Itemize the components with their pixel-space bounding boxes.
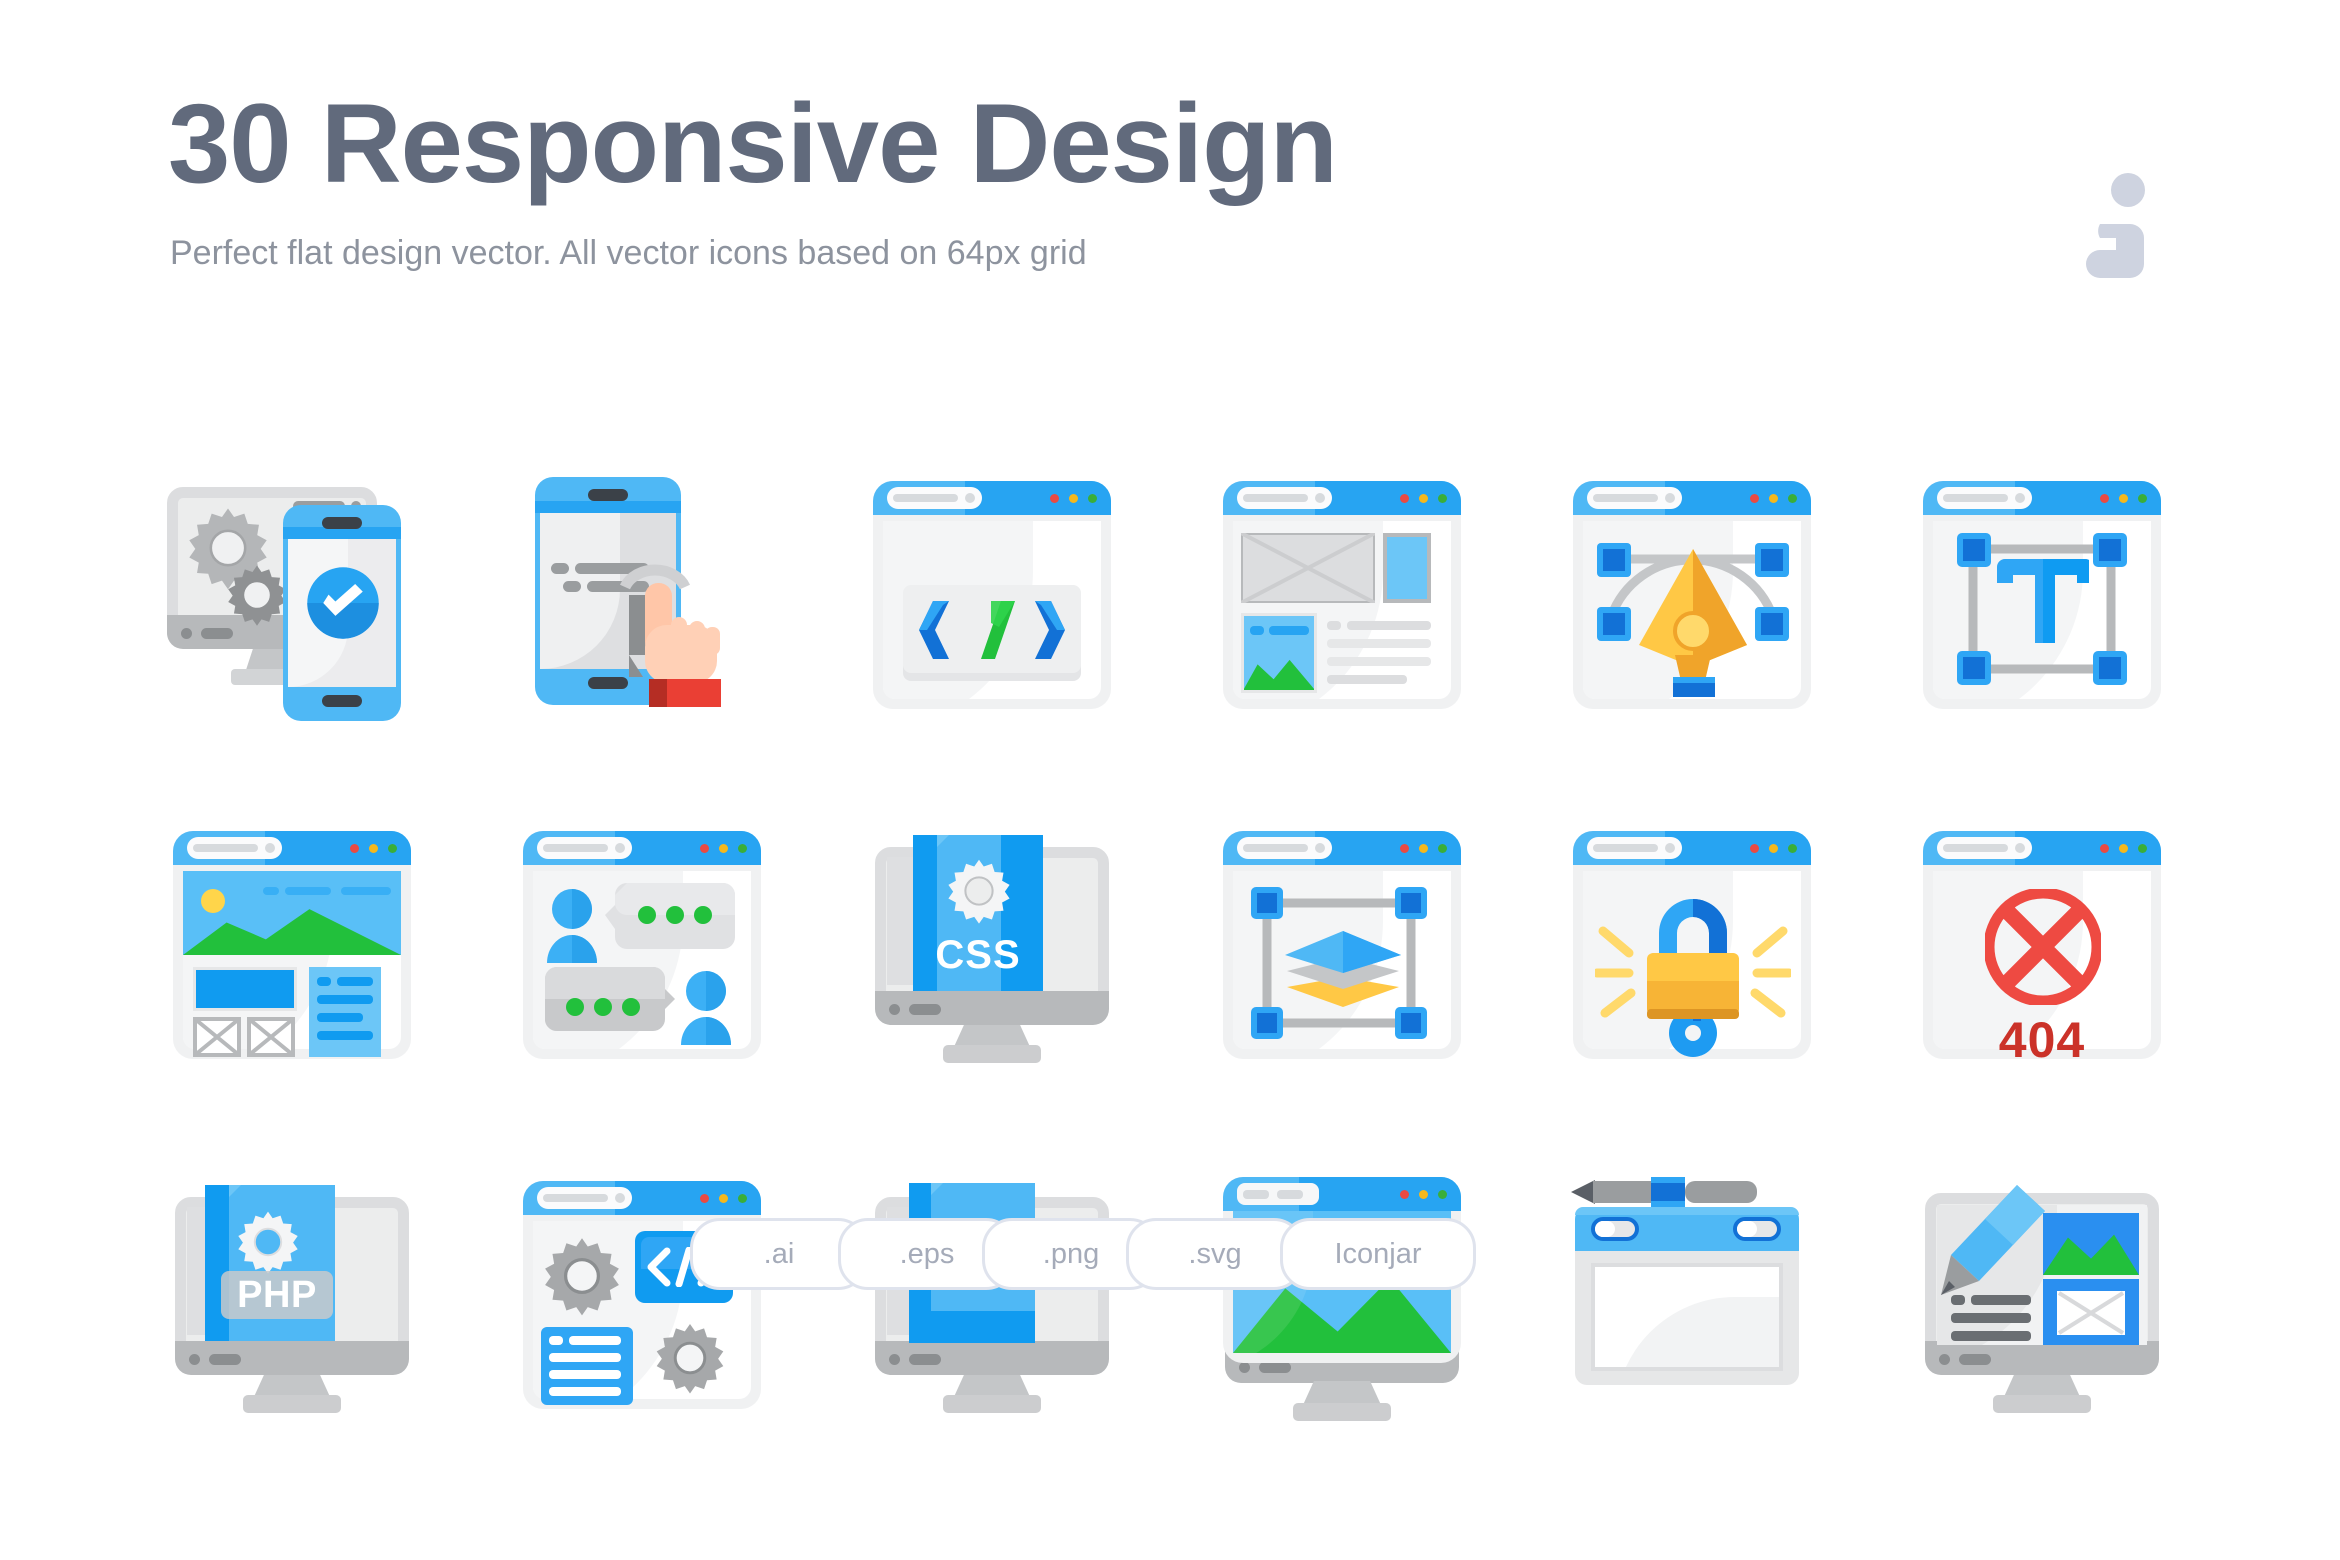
check-circle-icon [307, 567, 379, 639]
icon-cell-error-404-page[interactable]: 404 [1870, 768, 2220, 1118]
icon-cell-web-layout-wireframe[interactable] [1170, 418, 1520, 768]
icon-cell-browser-code[interactable] [820, 418, 1170, 768]
css-file-monitor-icon: CSS [865, 813, 1125, 1073]
pencil-icon [1941, 1185, 2045, 1295]
image-gallery-browser-icon [1215, 1163, 1475, 1423]
icon-cell-touch-gesture-mobile[interactable] [470, 418, 820, 768]
pen-tool-bezier-icon [1565, 463, 1825, 723]
drawing-tablet-stylus-icon [1565, 1163, 1825, 1423]
image-placeholder-icon [193, 1017, 241, 1057]
web-security-lock-icon [1565, 813, 1825, 1073]
error-cross-icon [1985, 889, 2101, 1005]
icon-cell-text-tool[interactable] [1870, 418, 2220, 768]
icon-cell-landing-page-hero[interactable] [120, 768, 470, 1118]
layers-stack-icon [1215, 813, 1475, 1073]
icon-cell-web-security-lock[interactable] [1520, 768, 1870, 1118]
image-placeholder-icon [2057, 1291, 2125, 1335]
chat-bubble-icon [545, 967, 675, 1032]
selection-box-icon [1251, 887, 1427, 1039]
page-subtitle: Perfect flat design vector. All vector i… [170, 234, 1087, 272]
icon-cell-pen-tool-bezier[interactable] [1520, 418, 1870, 768]
responsive-devices-approved-icon [165, 463, 425, 723]
code-brackets-icon [919, 601, 1065, 659]
chat-conversation-icon [515, 813, 775, 1073]
padlock-key-icon [1595, 899, 1791, 1057]
css-file-label: CSS [935, 932, 1021, 977]
error-code-label: 404 [1998, 1012, 2086, 1068]
icon-cell-content-editing-monitor[interactable] [1870, 1118, 2220, 1468]
layers-icon [1285, 931, 1401, 1007]
web-development-settings-icon [515, 1163, 775, 1423]
letter-t-icon [1997, 559, 2089, 643]
html-file-monitor-icon: HTML [865, 1163, 1125, 1423]
icon-cell-php-file-monitor[interactable]: PHP [120, 1118, 470, 1468]
page-title: 30 Responsive Design [168, 81, 1338, 206]
icon-cell-css-file-monitor[interactable]: CSS [820, 768, 1170, 1118]
icon-cell-responsive-devices-approved[interactable] [120, 418, 470, 768]
landing-page-hero-icon [165, 813, 425, 1073]
error-404-page-icon: 404 [1915, 813, 2175, 1073]
iconjar-logo-icon [2060, 168, 2170, 288]
chat-bubble-icon [605, 883, 735, 949]
icon-cell-layers-stack[interactable] [1170, 768, 1520, 1118]
php-file-monitor-icon: PHP [165, 1163, 425, 1423]
stylus-pen-icon [1571, 1177, 1757, 1207]
pen-tool-icon [1639, 549, 1747, 697]
icon-cell-web-development-settings[interactable] [470, 1118, 820, 1468]
gear-icon [189, 508, 267, 590]
icon-grid: CSS [120, 418, 2220, 1468]
browser-code-icon [865, 463, 1125, 723]
gear-icon [228, 565, 286, 626]
web-layout-wireframe-icon [1215, 463, 1475, 723]
gear-icon [948, 859, 1010, 924]
gear-icon [545, 1238, 619, 1316]
poster-header: 30 Responsive Design Perfect flat design… [168, 81, 1338, 273]
icon-cell-html-file-monitor[interactable]: HTML [820, 1118, 1170, 1468]
hand-tap-icon [620, 564, 721, 707]
selection-box-icon [1957, 533, 2127, 685]
icon-cell-drawing-tablet-stylus[interactable] [1520, 1118, 1870, 1468]
gear-icon [238, 1211, 298, 1274]
user-avatar-icon [681, 971, 731, 1045]
user-avatar-icon [547, 889, 597, 963]
icon-cell-chat-conversation[interactable] [470, 768, 820, 1118]
php-file-label: PHP [237, 1273, 317, 1316]
code-brackets-icon [647, 1247, 721, 1287]
touch-gesture-mobile-icon [515, 463, 775, 723]
icon-cell-image-gallery-browser[interactable] [1170, 1118, 1520, 1468]
gear-icon [656, 1323, 724, 1394]
image-placeholder-icon [247, 1017, 295, 1057]
html-file-label: HTML [919, 1237, 1025, 1280]
content-editing-monitor-icon [1915, 1163, 2175, 1423]
image-placeholder-icon [1241, 533, 1375, 603]
text-tool-icon [1915, 463, 2175, 723]
